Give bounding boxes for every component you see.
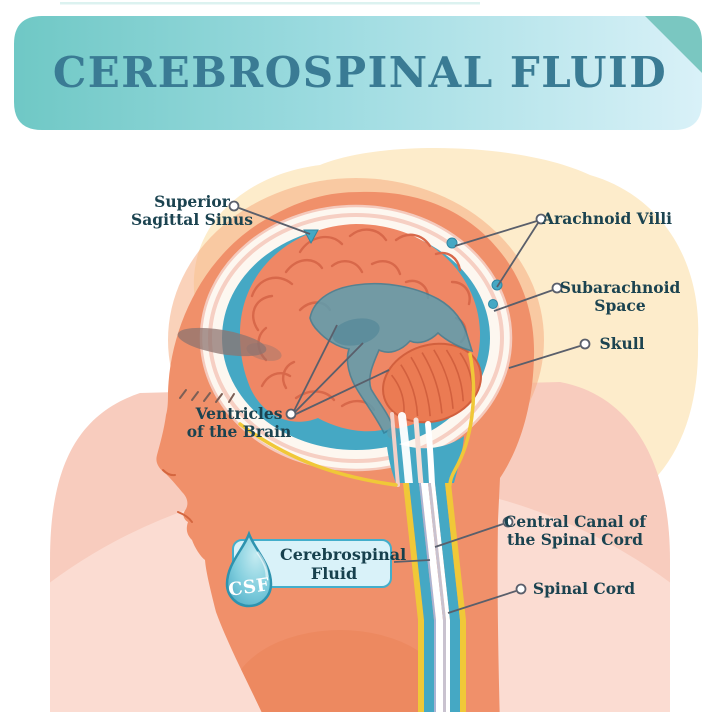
label-superior-sagittal-sinus: Superior Sagittal Sinus xyxy=(131,193,253,229)
leader-csf-badge xyxy=(393,559,431,563)
label-central-canal: Central Canal of the Spinal Cord xyxy=(504,513,646,549)
brain xyxy=(240,224,482,439)
csf-droplet-icon: CSF xyxy=(225,530,273,608)
face-details xyxy=(162,327,282,523)
label-line: Ventricles xyxy=(195,404,283,423)
brow-shadow xyxy=(177,327,267,357)
badge-line: Fluid xyxy=(310,564,358,583)
label-subarachnoid-space: Subarachnoid Space xyxy=(560,279,681,315)
cerebellum xyxy=(382,342,482,424)
leader-subarachnoid-space xyxy=(493,289,554,312)
ventricles xyxy=(309,282,474,439)
eyelashes xyxy=(179,389,235,403)
spinal-cord-column xyxy=(403,483,466,726)
badge-line: Cerebrospinal xyxy=(280,545,407,564)
label-spinal-cord: Spinal Cord xyxy=(533,580,635,598)
nostril xyxy=(162,469,176,477)
label-skull: Skull xyxy=(600,335,645,353)
csf-badge: CSF Cerebrospinal Fluid xyxy=(225,530,407,608)
skull-base-yellow-lines xyxy=(238,352,476,487)
marker-skull xyxy=(579,338,591,350)
label-line: Central Canal of xyxy=(503,512,647,531)
title-banner xyxy=(14,16,702,130)
leader-lines xyxy=(238,207,581,614)
leader-skull xyxy=(508,345,581,369)
neck-shade xyxy=(230,630,450,726)
mouth-line xyxy=(177,511,193,523)
marker-arachnoid-villi xyxy=(535,213,547,225)
leader-markers xyxy=(228,200,591,595)
leader-arachnoid-villi-2 xyxy=(496,222,539,288)
label-arachnoid-villi: Arachnoid Villi xyxy=(542,210,672,228)
label-line: Subarachnoid xyxy=(559,278,681,297)
leader-ventricles-3 xyxy=(295,369,390,415)
marker-central-canal xyxy=(502,516,514,528)
banner-fold-corner xyxy=(645,16,702,73)
label-line: Spinal Cord xyxy=(532,579,636,598)
leader-ventricles-2 xyxy=(294,342,364,413)
label-line: Sagittal Sinus xyxy=(131,210,253,229)
marker-spinal-cord xyxy=(515,583,527,595)
leader-central-canal xyxy=(434,523,504,548)
top-accent-strip xyxy=(60,2,480,5)
leader-spinal-cord xyxy=(447,590,517,614)
label-line: the Spinal Cord xyxy=(507,530,643,549)
marker-superior-sagittal-sinus xyxy=(228,200,240,212)
leader-arachnoid-villi-1 xyxy=(454,220,538,247)
marker-subarachnoid-space xyxy=(551,282,563,294)
page-title: CEREBROSPINAL FLUID xyxy=(52,48,668,97)
label-line: Superior xyxy=(154,192,230,211)
label-line: Space xyxy=(594,296,646,315)
label-line: Arachnoid Villi xyxy=(542,209,672,228)
label-ventricles-of-the-brain: Ventricles of the Brain xyxy=(187,405,292,441)
marker-ventricles xyxy=(285,408,297,420)
label-line: Skull xyxy=(599,334,645,353)
bottom-margin xyxy=(0,712,720,726)
brainstem-tracts xyxy=(390,412,435,488)
leader-ventricles-1 xyxy=(293,324,338,412)
label-line: of the Brain xyxy=(186,422,292,441)
csf-badge-text: Cerebrospinal Fluid xyxy=(280,545,407,583)
leader-superior-sagittal-sinus xyxy=(238,207,311,235)
